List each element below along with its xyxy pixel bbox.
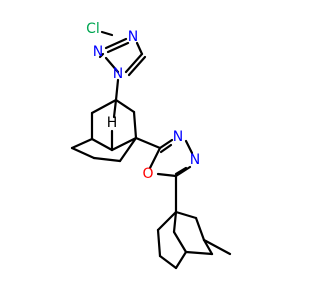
bond [158,254,178,270]
bond [112,98,118,119]
atom-labels: Cl N N N H N N O [86,21,200,182]
bond [159,143,173,154]
bond [156,172,178,178]
bond [98,52,105,59]
bond [90,137,114,152]
bond [172,230,188,254]
bond [114,78,120,102]
bond [124,52,144,74]
bond [184,250,214,256]
nitrogen-atom: N [93,44,103,60]
nitrogen-atom: N [128,29,138,45]
bond [172,210,178,234]
bond [104,37,128,50]
bond [174,250,188,270]
bond [174,166,188,176]
chlorine-atom: Cl [86,21,100,37]
oxygen-atom: O [142,166,153,182]
molecule-structure: Cl N N N H N N O [70,21,232,270]
bond [156,228,162,258]
bond [202,238,214,256]
bond [114,98,136,114]
bond [135,41,144,56]
bond [100,30,114,37]
bond [132,110,138,140]
bond [156,210,178,232]
bond [104,56,120,74]
bond [174,210,198,220]
hydrogen-atom: H [107,115,118,131]
bond [110,136,138,152]
nitrogen-atom: N [190,152,200,168]
bond [174,165,192,178]
bonds [70,30,232,270]
bond [184,139,194,155]
bond [148,146,162,170]
nitrogen-atom: N [113,66,123,82]
bond [134,136,162,150]
bond [90,98,118,115]
nitrogen-atom: N [173,129,183,145]
bond [127,55,147,77]
bond [70,146,96,160]
bond [92,156,122,163]
bond [118,136,138,163]
bond [202,238,232,256]
bond [70,137,94,150]
bond [194,216,206,242]
bond [106,41,130,54]
bond [158,138,174,150]
